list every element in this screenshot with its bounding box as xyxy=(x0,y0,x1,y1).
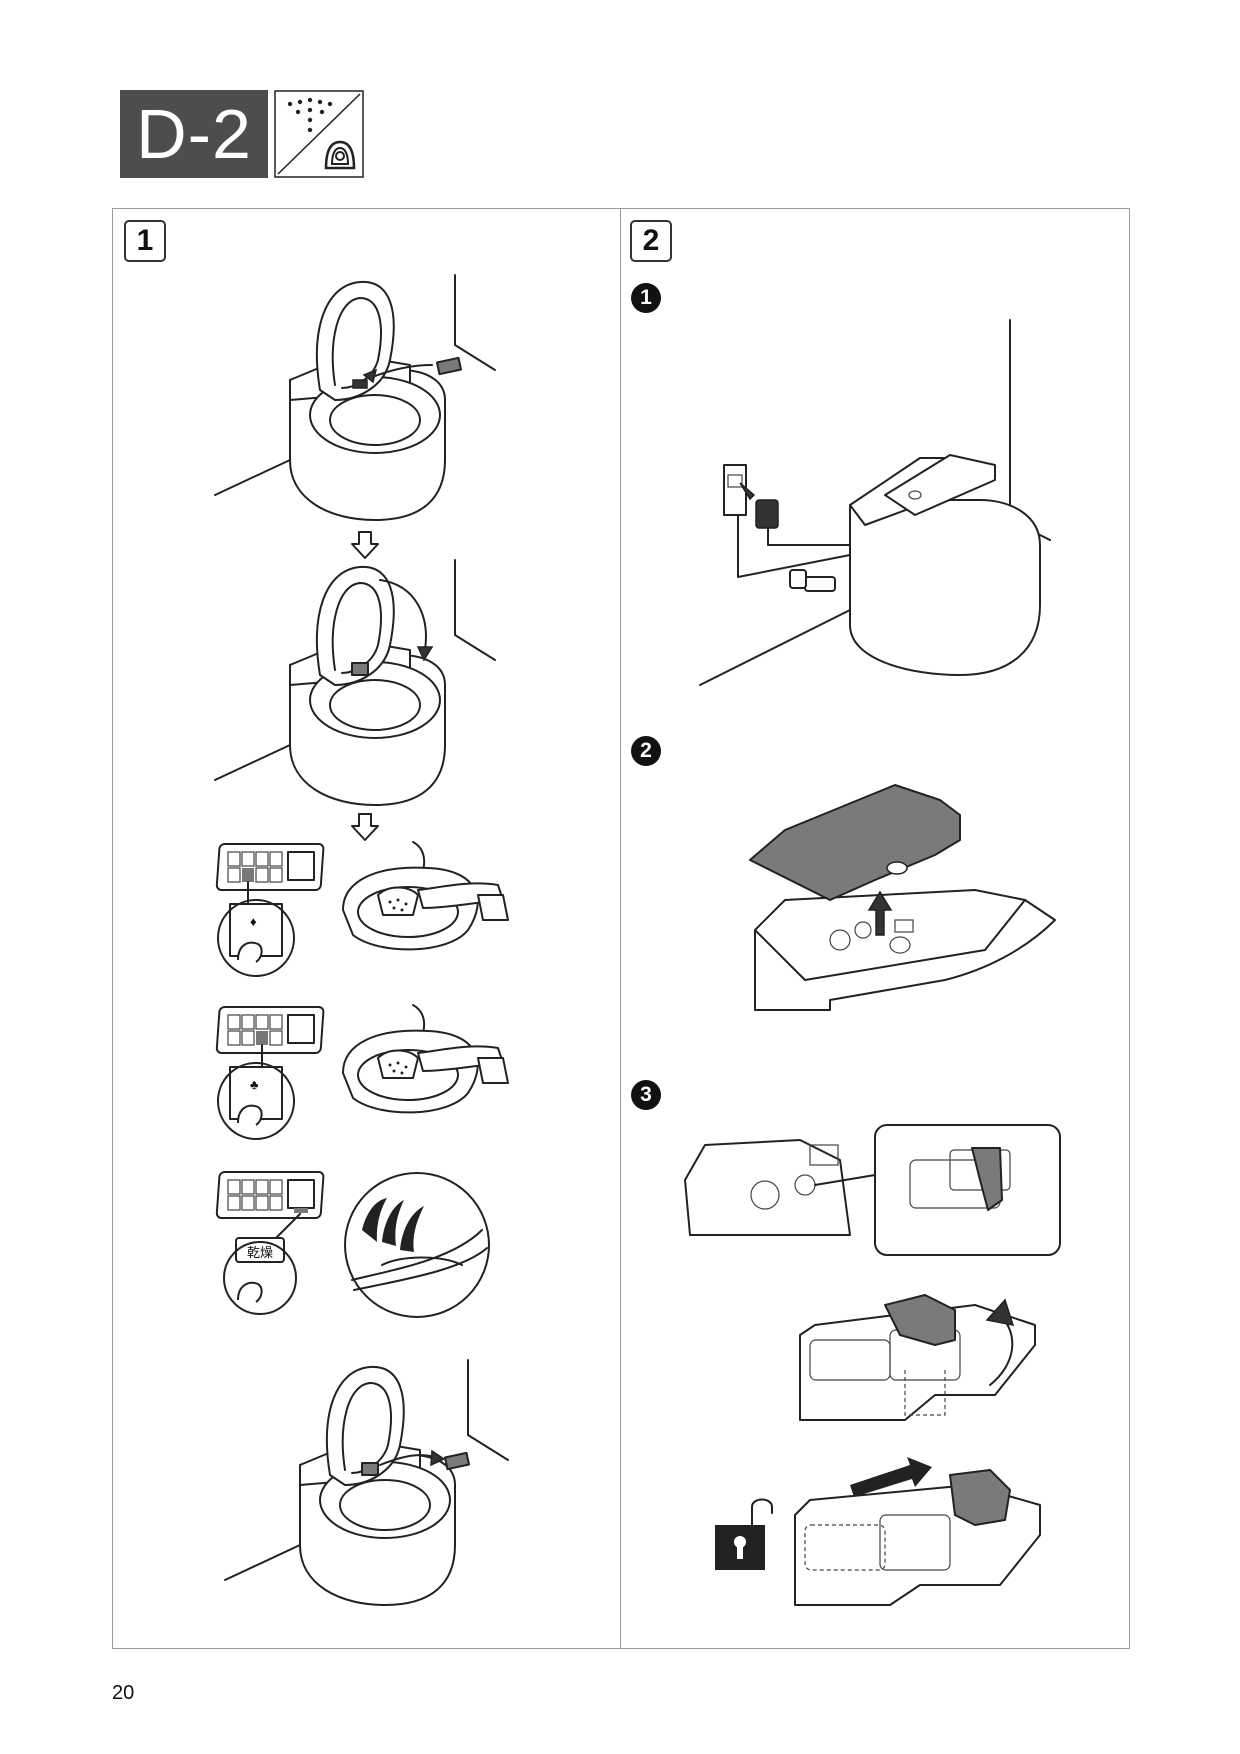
page-number: 20 xyxy=(112,1682,135,1704)
down-arrow-icon xyxy=(350,812,380,842)
remove-top-cover-illustration xyxy=(745,780,1056,1015)
frame-left-rule xyxy=(112,208,113,1648)
frame-middle-rule xyxy=(620,208,621,1648)
svg-text:♣: ♣ xyxy=(250,1077,259,1092)
nozzle-cleaning-icon xyxy=(274,90,364,178)
toilet-close-lid-illustration xyxy=(210,555,510,815)
remote-panel-dry-button-illustration xyxy=(215,1168,332,1318)
substep-number-1: 1 xyxy=(631,283,661,313)
remote-panel-button-b-illustration: ♣ xyxy=(215,1003,332,1143)
lever-slide-unlock-illustration xyxy=(710,1445,1055,1615)
toilet-return-remote-illustration xyxy=(220,1355,520,1615)
toilet-remove-remote-illustration xyxy=(210,270,510,530)
step-number-2: 2 xyxy=(630,220,672,262)
lever-rotate-up-illustration xyxy=(795,1285,1060,1425)
frame-bottom-rule xyxy=(112,1648,1130,1649)
nozzle-dry-closeup-illustration xyxy=(342,1170,492,1320)
substep-number-2: 2 xyxy=(631,736,661,766)
nozzle-wipe-illustration-b xyxy=(338,1003,518,1138)
svg-text:♦: ♦ xyxy=(250,914,257,929)
lever-location-detail-illustration xyxy=(680,1120,1061,1260)
remote-panel-button-a-illustration: ♦ xyxy=(215,840,332,980)
frame-top-rule xyxy=(112,208,1130,209)
dry-button-label: 乾燥 xyxy=(246,1245,273,1260)
unplug-power-illustration xyxy=(690,315,1070,690)
substep-number-3: 3 xyxy=(631,1080,661,1110)
frame-right-rule xyxy=(1129,208,1130,1648)
step-number-1: 1 xyxy=(124,220,166,262)
nozzle-wipe-illustration-a xyxy=(338,840,518,975)
section-badge: D-2 xyxy=(120,90,268,178)
down-arrow-icon xyxy=(350,530,380,560)
